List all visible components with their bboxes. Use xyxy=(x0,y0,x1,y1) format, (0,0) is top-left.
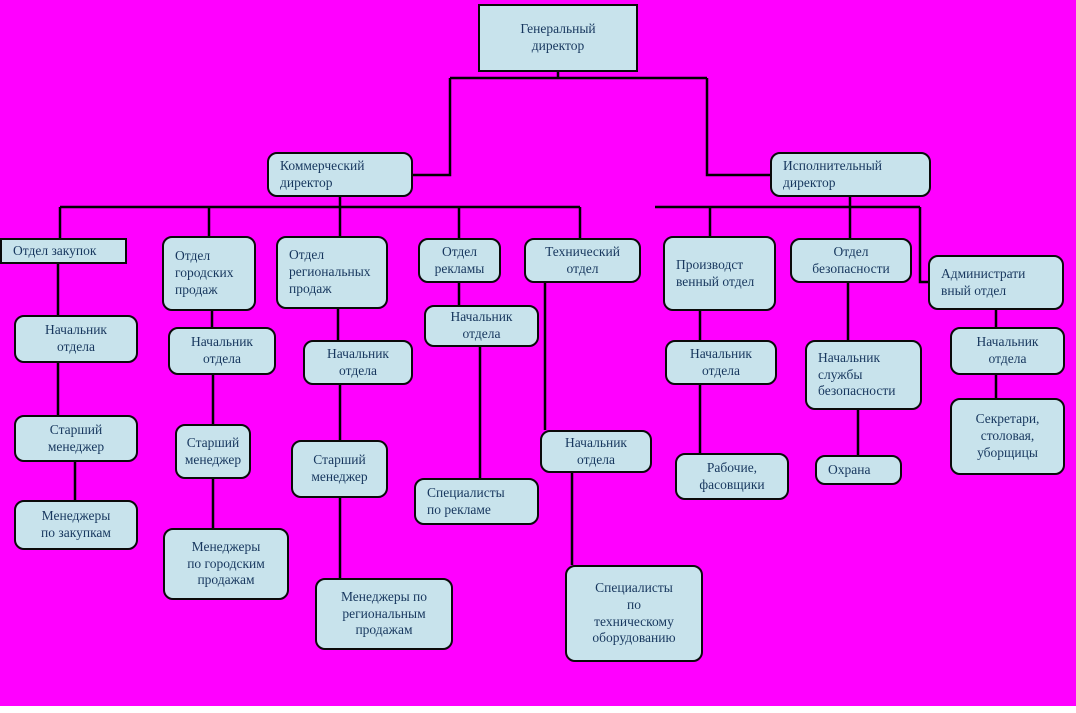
node-technical-specialists: Специалисты по техническому оборудованию xyxy=(565,565,703,662)
bottom-margin-strip xyxy=(0,706,1076,713)
node-production-workers: Рабочие, фасовщики xyxy=(675,453,789,500)
node-production-head: Начальник отдела xyxy=(665,340,777,385)
node-admin-head: Начальник отдела xyxy=(950,327,1065,375)
node-technical-head: Начальник отдела xyxy=(540,430,652,473)
node-security-guards: Охрана xyxy=(815,455,902,485)
node-general-director: Генеральный директор xyxy=(478,4,638,72)
node-commercial-director: Коммерческий директор xyxy=(267,152,413,197)
node-purchasing-managers: Менеджеры по закупкам xyxy=(14,500,138,550)
node-regional-senior-manager: Старший менеджер xyxy=(291,440,388,498)
node-city-managers: Менеджеры по городским продажам xyxy=(163,528,289,600)
node-admin-staff: Секретари, столовая, уборщицы xyxy=(950,398,1065,475)
node-production-dept: Производст венный отдел xyxy=(663,236,776,311)
node-regional-managers: Менеджеры по региональным продажам xyxy=(315,578,453,650)
node-technical-dept: Технический отдел xyxy=(524,238,641,283)
node-security-dept: Отдел безопасности xyxy=(790,238,912,283)
node-purchasing-dept: Отдел закупок xyxy=(0,238,127,264)
node-advertising-head: Начальник отдела xyxy=(424,305,539,347)
node-purchasing-head: Начальник отдела xyxy=(14,315,138,363)
node-city-senior-manager: Старший менеджер xyxy=(175,424,251,479)
node-executive-director: Исполнительный директор xyxy=(770,152,931,197)
node-city-sales-head: Начальник отдела xyxy=(168,327,276,375)
node-advertising-dept: Отдел рекламы xyxy=(418,238,501,283)
node-regional-sales-head: Начальник отдела xyxy=(303,340,413,385)
node-regional-sales-dept: Отдел региональных продаж xyxy=(276,236,388,309)
node-purchasing-senior-manager: Старший менеджер xyxy=(14,415,138,462)
node-admin-dept: Администрати вный отдел xyxy=(928,255,1064,310)
node-advertising-specialists: Специалисты по рекламе xyxy=(414,478,539,525)
node-security-head: Начальник службы безопасности xyxy=(805,340,922,410)
node-city-sales-dept: Отдел городских продаж xyxy=(162,236,256,311)
